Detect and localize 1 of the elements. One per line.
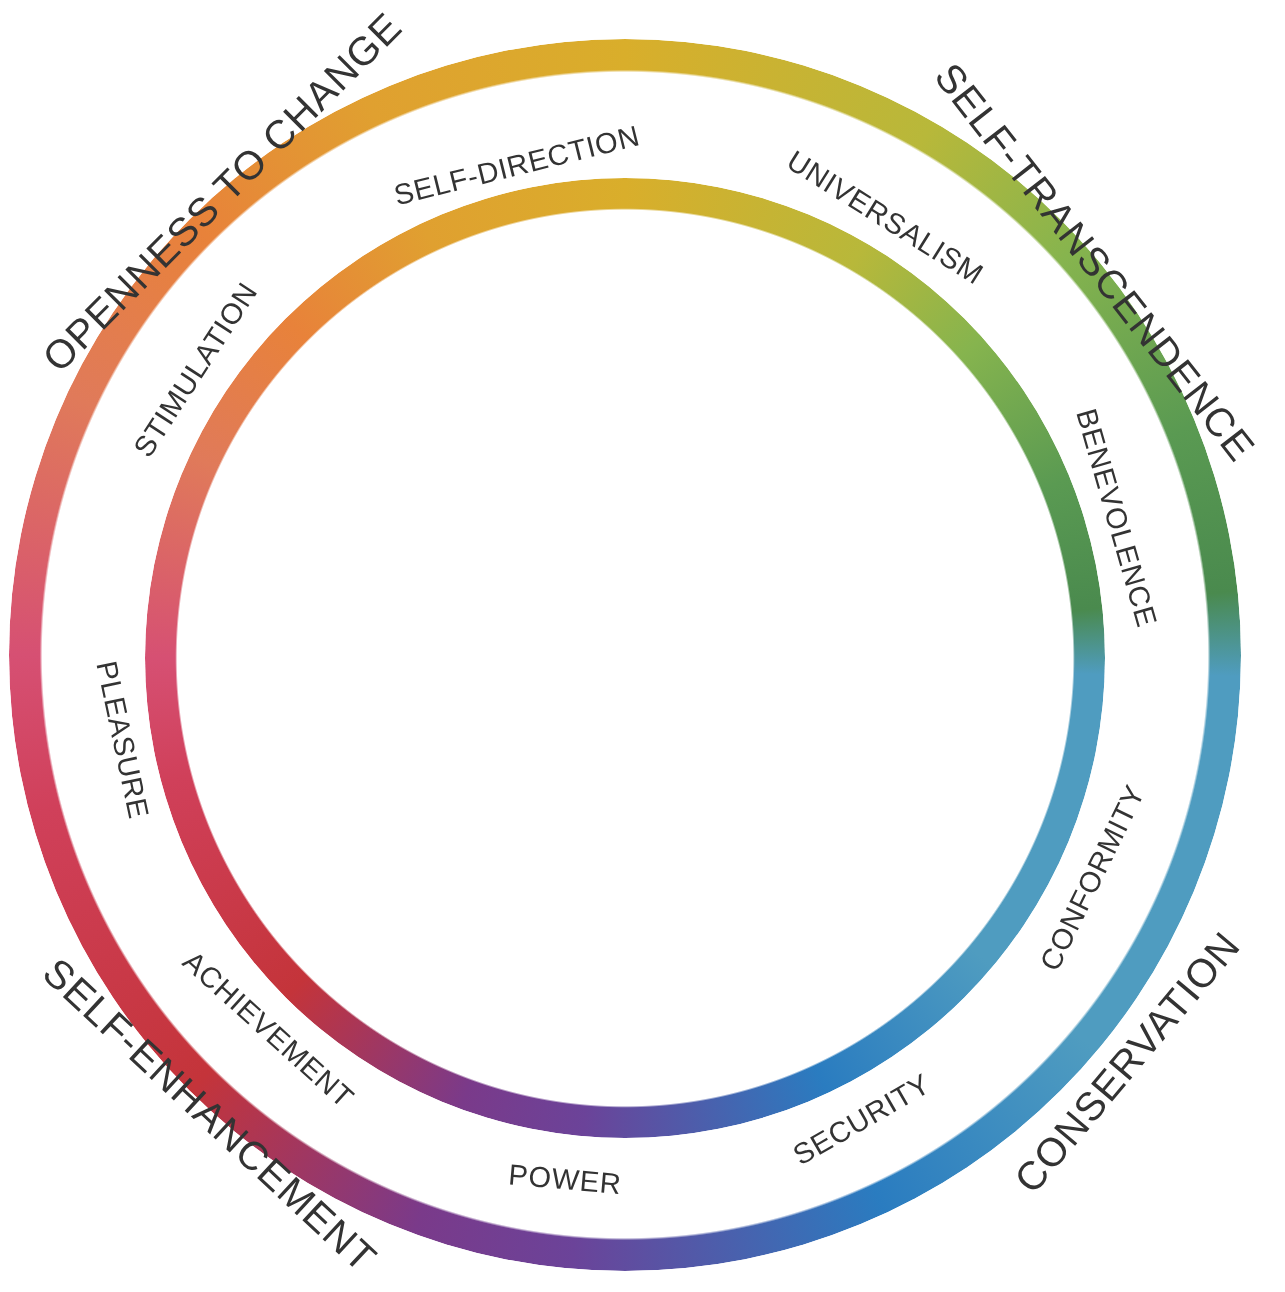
value-label: POWER — [506, 1157, 624, 1203]
